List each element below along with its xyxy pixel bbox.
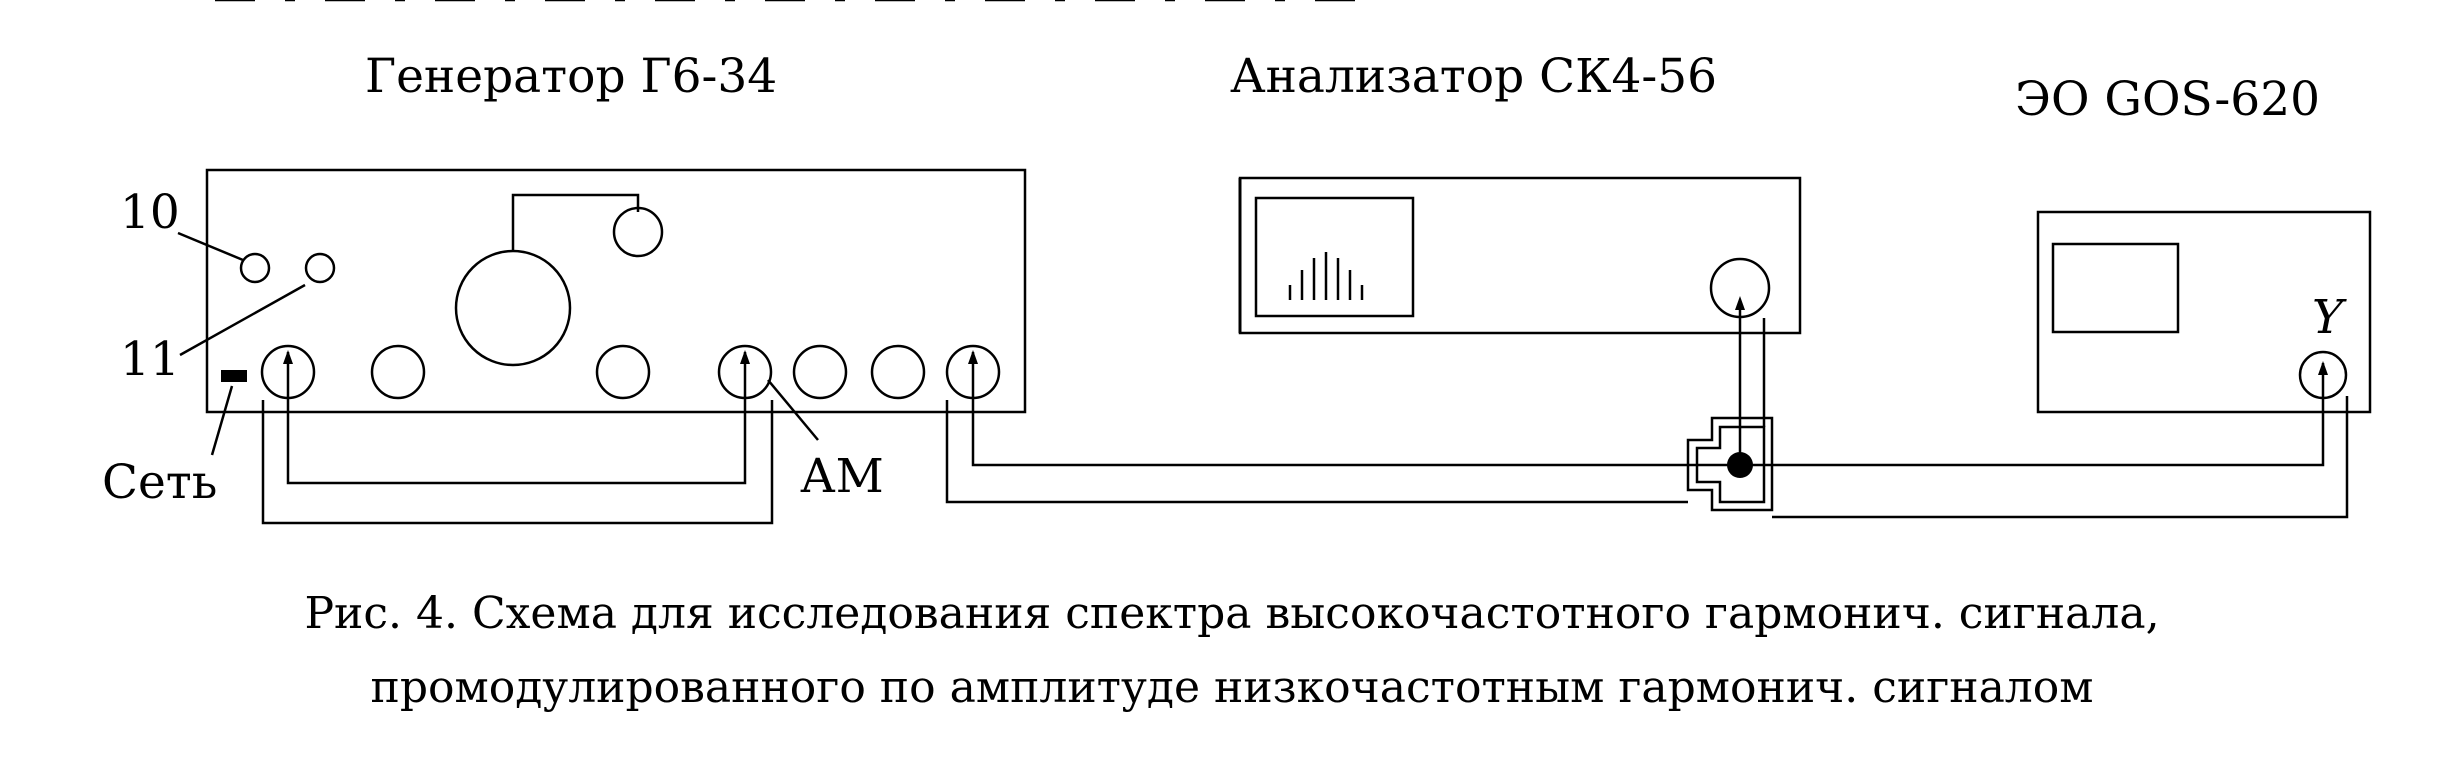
am-cable-outer <box>261 400 774 525</box>
rf-signal-cable-outer <box>945 400 1688 504</box>
t-connector-inner <box>1695 425 1766 504</box>
figure-caption-line-2: промодулированного по амплитуде низкочас… <box>371 662 2094 713</box>
generator-knob <box>595 344 651 400</box>
label-y: Y <box>2312 290 2347 345</box>
generator-g6-34 <box>205 168 1027 414</box>
arrow-head <box>968 350 978 364</box>
am-cable-inner <box>286 400 747 485</box>
analyzer-title: Анализатор СК4-56 <box>1230 49 1717 104</box>
scope-cable-outer <box>1772 396 2349 519</box>
power-switch <box>221 370 247 382</box>
oscilloscope-body <box>2036 210 2372 414</box>
analyzer-screen <box>1254 196 1415 318</box>
leader-11 <box>179 283 306 357</box>
arrow-head <box>1735 296 1745 310</box>
dial-knob <box>612 206 664 258</box>
oscilloscope-gos-620 <box>2036 210 2372 414</box>
label-am: АМ <box>800 449 884 504</box>
arrow-head <box>283 350 293 364</box>
knob-11 <box>304 252 336 284</box>
leader-power <box>210 385 234 456</box>
arrow-head <box>740 350 750 364</box>
generator-body <box>205 168 1027 414</box>
generator-title: Генератор Г6-34 <box>365 49 777 104</box>
label-11: 11 <box>120 332 180 387</box>
oscilloscope-screen <box>2051 242 2180 334</box>
leader-10 <box>177 231 244 262</box>
label-power: Сеть <box>102 455 217 510</box>
figure-caption-line-1: Рис. 4. Схема для исследования спектра в… <box>304 588 2159 639</box>
leader-am <box>767 379 819 441</box>
analyzer-sk4-56 <box>1238 176 1802 335</box>
rf-signal-cable-inner <box>971 396 2325 467</box>
generator-knob <box>792 344 848 400</box>
generator-knob <box>370 344 426 400</box>
dial-link-line <box>511 193 640 251</box>
generator-knob <box>870 344 926 400</box>
t-connector-outer <box>1686 416 1774 512</box>
oscilloscope-title: ЭО GOS-620 <box>2015 72 2320 127</box>
arrow-head <box>2318 361 2328 375</box>
spectrum-lines <box>1288 252 1364 300</box>
knob-10 <box>239 252 271 284</box>
analyzer-body <box>1238 176 1802 335</box>
frequency-dial <box>454 249 572 367</box>
label-10: 10 <box>120 185 180 240</box>
